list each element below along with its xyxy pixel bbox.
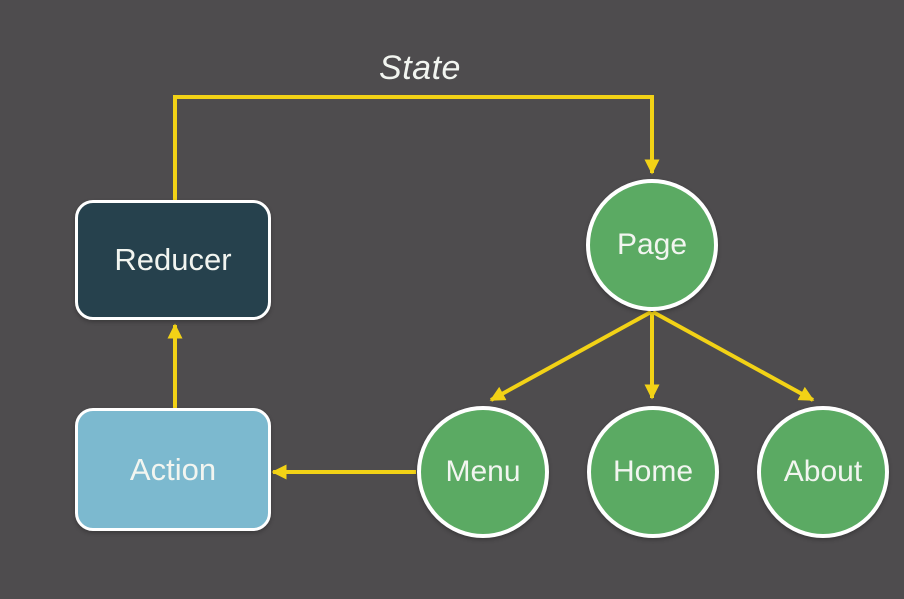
node-action-label: Action — [129, 451, 217, 487]
edge-page-to-about — [652, 310, 815, 402]
edge-reducer-to-page-state — [173, 95, 660, 203]
node-reducer: Reducer — [75, 200, 271, 320]
node-menu-label: Menu — [445, 455, 521, 488]
node-page: Page — [586, 179, 718, 311]
node-about-label: About — [783, 455, 863, 488]
node-about: About — [757, 406, 889, 538]
edge-page-to-menu — [489, 310, 652, 402]
node-home: Home — [587, 406, 719, 538]
node-reducer-label: Reducer — [114, 242, 232, 277]
node-home-label: Home — [612, 455, 694, 488]
node-action: Action — [75, 408, 271, 531]
state-edge-label: State — [379, 49, 461, 87]
node-menu: Menu — [417, 406, 549, 538]
node-page-label: Page — [616, 228, 688, 261]
